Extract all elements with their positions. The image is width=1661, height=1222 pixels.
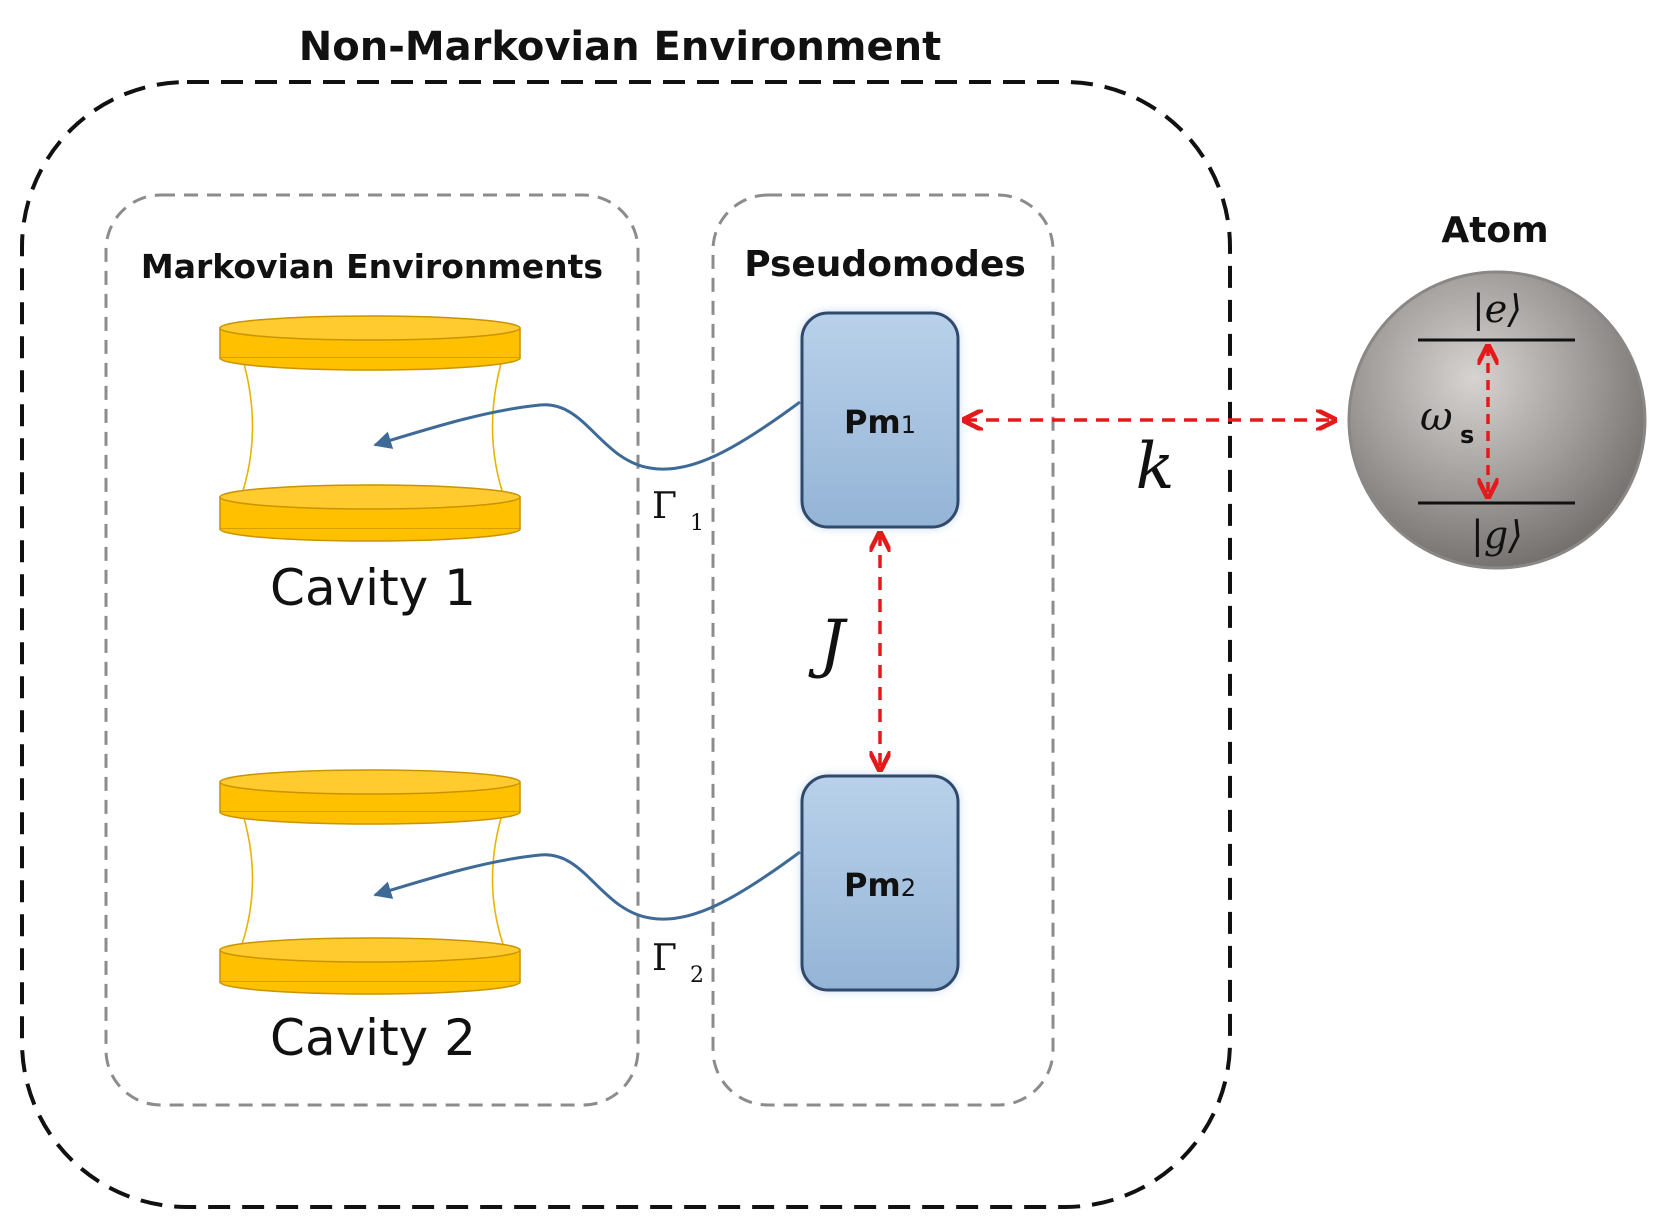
non-markovian-boundary [20, 80, 1232, 1209]
cavity-1: Cavity 1 [219, 315, 521, 617]
markovian-environments-box [104, 193, 640, 1107]
pseudomode-1: Pm1 [800, 311, 960, 529]
gamma-1-symbol: Γ [652, 486, 677, 527]
cavity-2-label: Cavity 2 [270, 1009, 476, 1067]
transition-frequency-subscript: s [1460, 421, 1474, 449]
decay-curve-2 [373, 850, 801, 921]
gamma-2-symbol: Γ [652, 938, 677, 979]
excited-state-label: |e⟩ [1472, 287, 1522, 331]
cavity-1-top-mirror [219, 315, 521, 371]
transition-frequency-symbol: ω [1420, 394, 1453, 440]
cavity-1-label: Cavity 1 [270, 559, 476, 617]
ground-state-label: |g⟩ [1471, 513, 1523, 557]
pseudomode-1-label: Pm1 [844, 403, 916, 441]
cavity-2: Cavity 2 [219, 769, 521, 1067]
gamma-2-subscript: 2 [690, 963, 704, 988]
decay-curve-1 [373, 400, 801, 471]
cavity-2-mode-edge-right [491, 804, 506, 951]
pseudomodes-box [711, 193, 1055, 1107]
gamma-1-subscript: 1 [690, 511, 704, 536]
pseudomode-2: Pm2 [800, 774, 960, 992]
cavity-2-mode-edge-left [239, 804, 254, 951]
decay-rate-1-label: Γ 1 [652, 486, 704, 536]
markovian-environments-label: Markovian Environments [141, 247, 603, 286]
cavity-1-bottom-mirror [219, 484, 521, 542]
decay-rate-2-label: Γ 2 [652, 938, 704, 988]
cavity-2-bottom-mirror [219, 937, 521, 995]
mode-atom-coupling-label: k [1136, 430, 1175, 504]
inter-mode-coupling-label: J [808, 607, 848, 681]
atom-label: Atom [1441, 210, 1548, 251]
atom: Atom |e⟩ |g⟩ ω s [1347, 210, 1647, 570]
cavity-1-mode-edge-left [239, 349, 254, 501]
cavity-1-mode-edge-right [491, 349, 506, 501]
cavity-2-top-mirror [219, 769, 521, 825]
pseudomodes-label: Pseudomodes [744, 244, 1026, 285]
diagram-title: Non-Markovian Environment [299, 24, 941, 70]
pseudomode-2-label: Pm2 [844, 866, 916, 904]
